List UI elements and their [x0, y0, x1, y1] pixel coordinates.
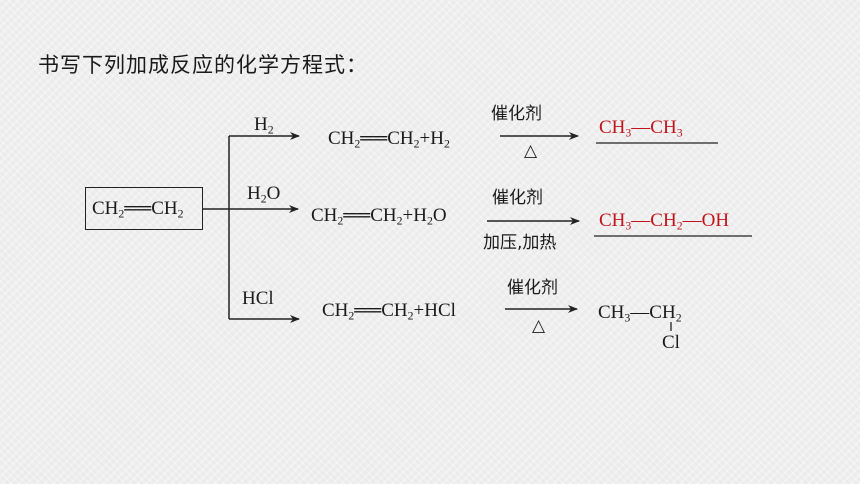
reactant-formula: CH2══CH2 [92, 198, 184, 221]
reactant-box [85, 187, 203, 230]
equation-3: CH2══CH2+HCl [322, 300, 456, 323]
product-3: CH3—CH2 [598, 302, 682, 325]
pressure-heat-label: 加压,加热 [483, 233, 557, 253]
reagent-label-3: HCl [242, 288, 274, 309]
catalyst-label-3: 催化剂 [507, 278, 558, 298]
catalyst-label-2: 催化剂 [492, 188, 543, 208]
triangle-heat-icon: △ [532, 316, 546, 336]
page-heading: 书写下列加成反应的化学方程式： [38, 53, 368, 77]
triangle-heat-icon: △ [524, 141, 538, 161]
product-answer-2: CH3—CH2—OH [599, 210, 730, 233]
equation-2: CH2══CH2+H2O [311, 205, 447, 228]
chloro-substituent: Cl [662, 332, 680, 353]
product-answer-1: CH3—CH3 [599, 117, 683, 140]
reagent-label-2: H2O [247, 183, 281, 206]
catalyst-label-1: 催化剂 [491, 104, 542, 124]
reagent-label-1: H2 [254, 114, 274, 137]
equation-1: CH2══CH2+H2 [328, 128, 450, 151]
